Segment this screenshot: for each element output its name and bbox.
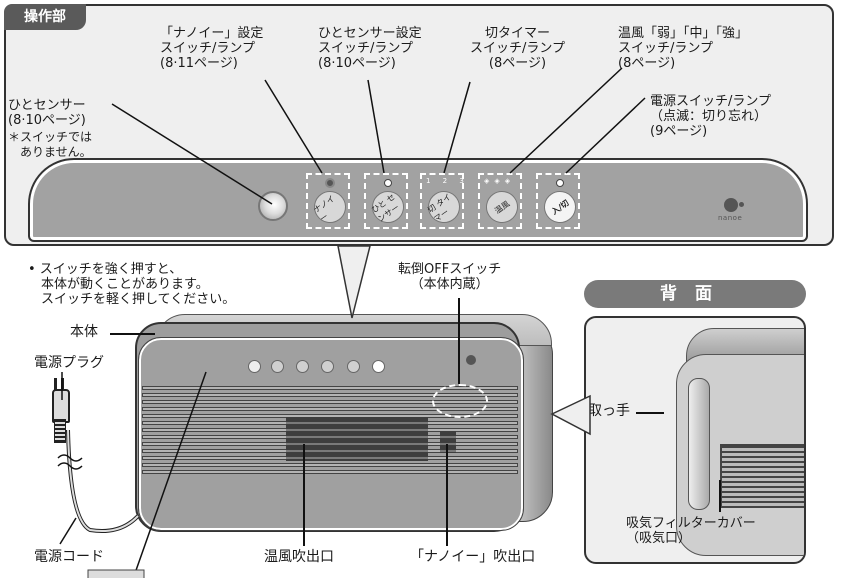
sensor-lamp — [384, 179, 392, 187]
timer-switch-label: 切タイマー スイッチ/ランプ (8ページ) — [470, 26, 565, 71]
timer-leader — [443, 81, 471, 174]
tip-over-switch-area — [432, 384, 488, 418]
bottom-label-box — [87, 569, 145, 578]
sensor-leader — [111, 103, 273, 205]
nanoe-logo-dot — [739, 202, 744, 207]
plug-prong-icon — [54, 378, 57, 390]
mini-sensor-button — [296, 360, 309, 373]
nanoe-outlet-label: 「ナノイー」吹出口 — [410, 549, 536, 565]
human-sensor — [258, 191, 288, 221]
timer-switch-box: 1 2 3 切 タイマー — [420, 173, 469, 230]
power-switch-box: 入/切 — [536, 173, 583, 230]
nanoe-leader — [264, 79, 323, 174]
rear-view-title: 背面 — [584, 280, 806, 308]
mini-timer-button — [321, 360, 334, 373]
warm-outlet-label: 温風吹出口 — [264, 549, 334, 565]
plug-neck — [54, 419, 66, 443]
sensor-switch-leader — [367, 79, 385, 174]
rear-view-box — [584, 316, 806, 564]
mini-power-button — [372, 360, 385, 373]
operation-panel-tag: 操作部 — [4, 4, 86, 30]
front-leader — [133, 371, 207, 577]
rear-callout-wedge — [550, 394, 591, 436]
handle-label: 取っ手 — [588, 403, 630, 419]
heat-leader — [509, 67, 623, 174]
handle — [688, 378, 710, 510]
mini-sensor — [248, 360, 261, 373]
mini-nanoe-logo-icon — [466, 355, 476, 365]
tip-over-switch-label: 転倒OFFスイッチ （本体内蔵） — [398, 262, 502, 292]
heat-switch-label: 温風「弱」「中」「強」 スイッチ/ランプ (8ページ) — [618, 26, 749, 71]
nanoe-logo-icon — [724, 198, 738, 212]
nanoe-outlet — [440, 431, 456, 453]
intake-filter-cover — [720, 444, 804, 508]
press-warning: • スイッチを強く押すと、 本体が動くことがあります。 スイッチを軽く押してくだ… — [28, 262, 236, 307]
mini-heat-button — [347, 360, 360, 373]
sensor-switch-label: ひとセンサー設定 スイッチ/ランプ (8·10ページ) — [318, 26, 422, 71]
control-strip — [28, 158, 808, 242]
cord-label: 電源コード — [34, 549, 104, 565]
mini-nanoe-button — [271, 360, 284, 373]
power-switch-label: 電源スイッチ/ランプ （点滅：切り忘れ） (9ページ) — [650, 94, 771, 139]
warm-air-outlet — [286, 417, 428, 461]
cord-break-icon — [57, 454, 83, 462]
nanoe-logo-text: nanoe — [718, 214, 743, 222]
heat-switch-box: ◈◈◈ 温風 — [478, 173, 525, 230]
sensor-note: ＊スイッチでは ありません。 — [8, 130, 93, 159]
sensor-label: ひとセンサー (8·10ページ) — [8, 98, 86, 128]
timer-lamps: 1 2 3 — [426, 177, 469, 185]
heat-lamps: ◈◈◈ — [484, 177, 516, 185]
panel-callout-wedge — [337, 245, 371, 319]
nanoe-lamp — [325, 178, 335, 188]
nanoe-switch-label: 「ナノイー」設定 スイッチ/ランプ (8·11ページ) — [160, 26, 264, 71]
body-label: 本体 — [70, 324, 98, 340]
power-leader — [565, 97, 646, 174]
filter-label: 吸気フィルターカバー （吸気口） — [626, 516, 756, 546]
sensor-switch-box: ひと センサー — [364, 173, 411, 230]
cord-leader — [59, 517, 77, 545]
plug-label: 電源プラグ — [34, 355, 104, 371]
nanoe-switch-box: ナノイー — [306, 173, 353, 230]
power-lamp — [556, 179, 564, 187]
